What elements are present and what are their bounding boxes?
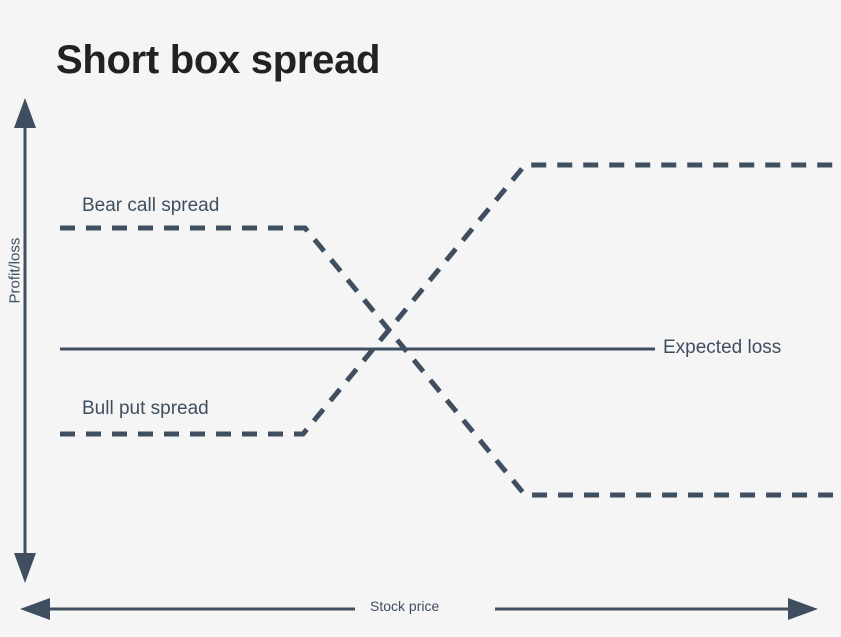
series-line-bull-put-spread xyxy=(60,162,841,437)
chart-title: Short box spread xyxy=(56,38,381,82)
x-axis-arrow-left-icon xyxy=(20,598,50,620)
y-axis-label: Profit/loss xyxy=(6,237,24,304)
x-axis-label: Stock price xyxy=(370,598,440,614)
x-axis xyxy=(20,598,818,620)
series-label-bull-put-spread: Bull put spread xyxy=(82,398,209,419)
y-axis xyxy=(14,98,36,583)
series-label-bear-call-spread: Bear call spread xyxy=(82,195,220,216)
x-axis-arrow-right-icon xyxy=(788,598,818,620)
y-axis-arrow-up-icon xyxy=(14,98,36,128)
series-line-bear-call-spread xyxy=(60,225,841,498)
series-label-expected-loss: Expected loss xyxy=(663,337,782,358)
y-axis-arrow-down-icon xyxy=(14,553,36,583)
